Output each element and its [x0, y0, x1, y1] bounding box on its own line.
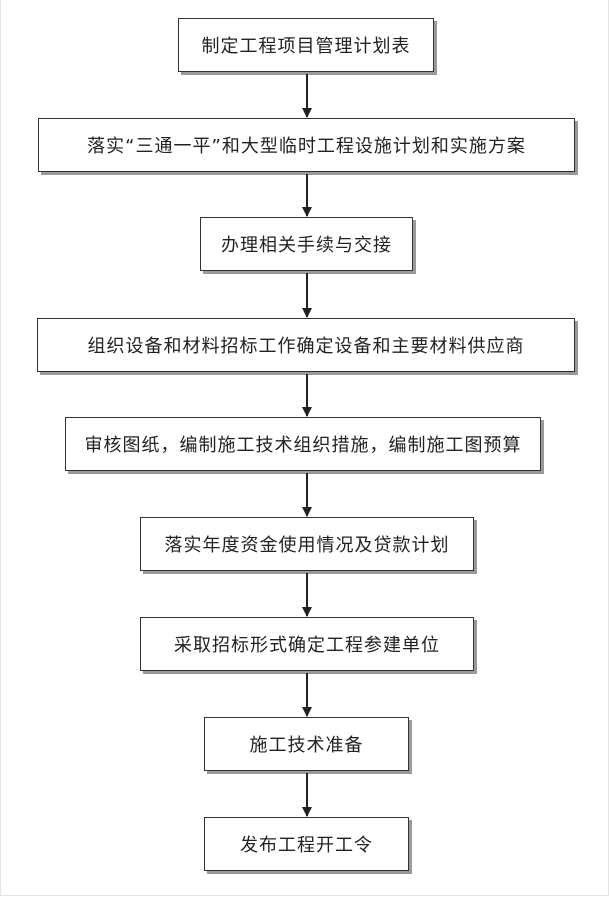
arrow-8-9: [302, 773, 311, 817]
step-label: 制定工程项目管理计划表: [201, 36, 411, 57]
arrow-5-6: [302, 473, 311, 517]
step-3-box: 办理相关手续与交接: [200, 217, 413, 271]
step-label: 办理相关手续与交接: [221, 235, 392, 256]
step-7-box: 采取招标形式确定工程参建单位: [140, 617, 474, 671]
arrow-3-4: [302, 273, 311, 318]
arrow-1-2: [302, 74, 311, 118]
step-9-box: 发布工程开工令: [204, 817, 409, 871]
step-6-box: 落实年度资金使用情况及贷款计划: [140, 517, 474, 571]
step-label: 组织设备和材料招标工作确定设备和主要材料供应商: [87, 336, 525, 357]
arrow-6-7: [302, 573, 311, 617]
step-label: 审核图纸，编制施工技术组织措施，编制施工图预算: [84, 435, 522, 456]
arrow-4-5: [302, 374, 311, 417]
arrow-2-3: [302, 174, 311, 217]
step-4-box: 组织设备和材料招标工作确定设备和主要材料供应商: [37, 318, 575, 372]
arrow-7-8: [302, 673, 311, 717]
step-5-box: 审核图纸，编制施工技术组织措施，编制施工图预算: [65, 417, 541, 471]
step-label: 采取招标形式确定工程参建单位: [174, 635, 440, 656]
step-label: 落实“三通一平”和大型临时工程设施计划和实施方案: [87, 136, 526, 157]
step-label: 落实年度资金使用情况及贷款计划: [164, 535, 450, 556]
step-8-box: 施工技术准备: [204, 717, 409, 771]
step-1-box: 制定工程项目管理计划表: [178, 18, 434, 72]
step-label: 施工技术准备: [249, 735, 364, 756]
step-2-box: 落实“三通一平”和大型临时工程设施计划和实施方案: [38, 118, 575, 172]
step-label: 发布工程开工令: [240, 835, 373, 856]
